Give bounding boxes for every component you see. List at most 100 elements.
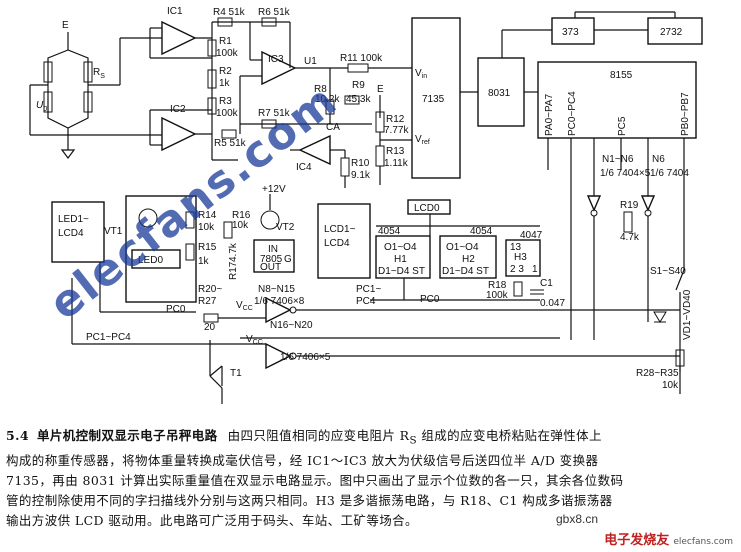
label-r15: R15	[198, 242, 217, 253]
caption-line-3: 7135，再由 8031 计算出实际重量值在双显示电路显示。图中只画出了显示个位…	[6, 472, 624, 488]
value-r20: 20	[204, 322, 216, 333]
label-r20: R20~	[198, 284, 222, 295]
value-r28: 10k	[662, 380, 679, 391]
input-amplifier: IC1 IC2 R1 100k R2 1k R3 100k R4 51k R6 …	[149, 6, 291, 161]
caption-text-1b: 组成的应变电桥粘贴在弹性体上	[416, 428, 602, 443]
caption-rs-sub: S	[409, 434, 417, 447]
value-r19: 4.7k	[620, 232, 640, 243]
value-r16: 10k	[232, 220, 249, 231]
label-h1b: O1~O4	[384, 242, 417, 253]
label-r28: R28~R35	[636, 368, 679, 379]
label-reg-in: IN	[268, 244, 278, 255]
label-reg-g: G	[284, 254, 292, 265]
label-led1: LED1~	[58, 214, 89, 225]
label-r1: R1	[219, 36, 232, 47]
label-vd: VD1~VD40	[682, 289, 693, 340]
circuit-schematic: E RS U0 IC1 IC2 R1 100k	[29, 6, 703, 404]
value-r13: 1.11k	[384, 158, 409, 169]
label-r5: R5 51k	[214, 138, 247, 149]
label-vt1: VT1	[104, 226, 123, 237]
chip-2732: 2732	[660, 27, 683, 38]
value-r12: 7.77k	[384, 125, 409, 136]
label-reg-7805: 7805	[260, 254, 283, 265]
label-h1d: D1~D4 ST	[378, 266, 425, 277]
label-c1: C1	[540, 278, 553, 289]
label-u1: U1	[304, 56, 317, 67]
caption-text-1: 由四只阻值相同的应变电阻片 R	[227, 428, 410, 443]
label-h2b: O1~O4	[446, 242, 479, 253]
label-n8: N8~N15	[258, 284, 295, 295]
lcd-display: LCD1~ LCD4 PC1~ PC4 LCD0 4054 O1~O4 H1 D…	[317, 199, 565, 309]
label-reg-out: OUT	[260, 262, 281, 273]
label-n1n6: N1~N6	[602, 154, 634, 165]
logo-subtext: elecfans.com	[673, 537, 733, 547]
value-r8: 10.2k	[315, 94, 340, 105]
label-n16: N16~N20	[270, 320, 313, 331]
label-r11: R11 100k	[340, 53, 383, 64]
label-g2: 1/6 7406×5	[280, 352, 331, 363]
caption-title: 单片机控制双显示电子吊秤电路	[36, 428, 218, 443]
value-r15: 1k	[198, 256, 210, 267]
value-r18: 100k	[486, 290, 509, 301]
label-r9: R9	[352, 80, 365, 91]
chip-8031: 8031	[488, 88, 511, 99]
label-h1a: 4054	[378, 226, 401, 237]
label-n6: N6	[652, 154, 665, 165]
chip-7135: 7135	[422, 94, 445, 105]
label-pc0a: PC0	[166, 304, 186, 315]
label-h2d: D1~D4 ST	[442, 266, 489, 277]
value-c1: 0.047	[540, 298, 565, 309]
label-e-mid: E	[377, 84, 384, 95]
label-r4: R4 51k	[213, 7, 246, 18]
label-lcd0: LCD0	[414, 203, 440, 214]
value-r17: 4.7k	[228, 242, 239, 262]
label-inv1: 1/6 7404×5	[600, 168, 651, 179]
label-h2c: H2	[462, 254, 475, 265]
label-r2: R2	[219, 66, 232, 77]
label-r17: R17	[228, 261, 239, 280]
label-vt2: VT2	[276, 222, 295, 233]
label-ic4: IC4	[296, 162, 312, 173]
label-h3a: 4047	[520, 230, 543, 241]
label-r13: R13	[386, 146, 405, 157]
label-ca: CA	[326, 122, 340, 133]
caption-line-4: 管的控制除使用不同的字扫描线外分别与这两只相同。H3 是多谐振荡电路，与 R18…	[6, 492, 613, 508]
label-g1: 1/6 7406×8	[254, 296, 305, 307]
label-led1b: LCD4	[58, 228, 84, 239]
value-r14: 10k	[198, 222, 215, 233]
label-pc1pc4b: PC4	[356, 296, 376, 307]
label-pc1pc4c: PC1~PC4	[86, 332, 131, 343]
label-h3c: H3	[514, 252, 527, 263]
caption-section-number: 5.4	[6, 428, 29, 443]
value-r10: 9.1k	[351, 170, 371, 181]
label-h3d: 2 3	[510, 264, 524, 275]
value-r2: 1k	[219, 78, 231, 89]
figure-caption: 5.4 单片机控制双显示电子吊秤电路由四只阻值相同的应变电阻片 RS 组成的应变电…	[6, 426, 738, 531]
chip-8155: 8155	[610, 70, 633, 81]
drivers: VCC N8~N15 1/6 7406×8 N16~N20 VCC 1/6 74…	[71, 278, 680, 404]
label-led0: LED0	[138, 255, 163, 266]
label-r12: R12	[386, 114, 405, 125]
label-lcd1b: LCD4	[324, 238, 350, 249]
label-pc5: PC5	[617, 116, 628, 136]
label-vcc1: VCC	[236, 300, 253, 312]
label-pc1pc4a: PC1~	[356, 284, 381, 295]
strain-bridge: E RS U0	[29, 20, 162, 159]
label-r6: R6 51k	[258, 7, 291, 18]
label-r7: R7 51k	[258, 108, 291, 119]
label-h3b: 13	[510, 242, 522, 253]
label-h2a: 4054	[470, 226, 493, 237]
label-vref: Vref	[415, 134, 430, 146]
value-r3: 100k	[216, 108, 239, 119]
logo-text: 电子发烧友	[604, 533, 670, 548]
value-r1: 100k	[216, 48, 239, 59]
label-h3e: 1	[532, 264, 538, 275]
label-s1s40: S1~S40	[650, 266, 686, 277]
label-r14: R14	[198, 210, 217, 221]
label-lcd1: LCD1~	[324, 224, 356, 235]
chip-373: 373	[562, 27, 579, 38]
label-vin: Vin	[415, 68, 427, 80]
label-pb: PB0~PB7	[680, 92, 691, 136]
label-pa: PA0~PA7	[544, 93, 555, 136]
